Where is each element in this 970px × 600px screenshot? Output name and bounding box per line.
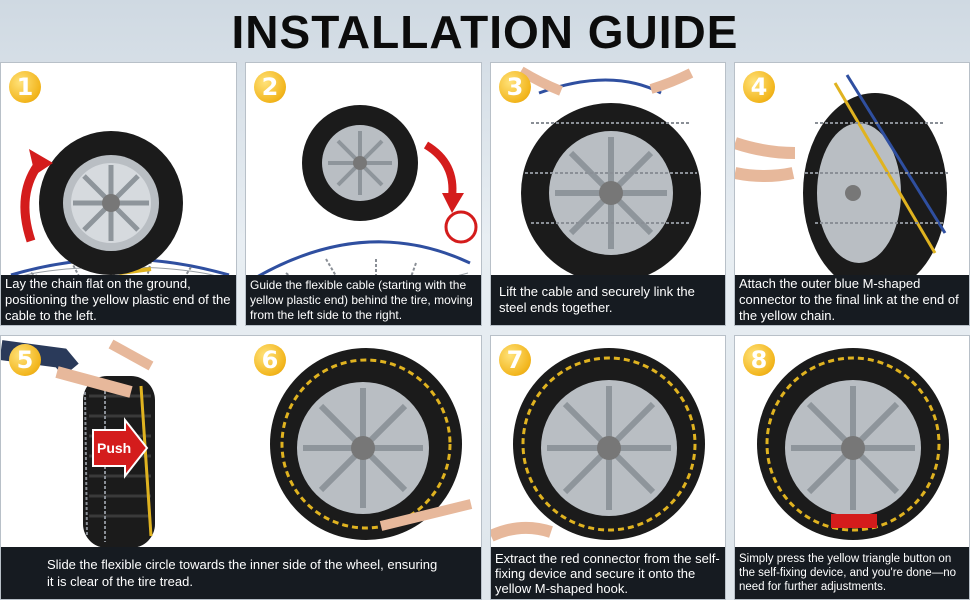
page-title: INSTALLATION GUIDE <box>231 6 739 58</box>
step-text-4: Attach the outer blue M-shaped connector… <box>739 276 959 323</box>
step-caption-8: Simply press the yellow triangle button … <box>735 547 969 599</box>
step-caption-5: Slide the flexible circle towards the in… <box>1 547 481 599</box>
step-number-badge-3: 3 <box>499 71 531 103</box>
step-panel-5: Push 5 6 Slide the flexible circle towar… <box>0 335 482 600</box>
wheel-chain-fitted-illustration-6 <box>270 348 473 540</box>
cable-behind-tire-illustration <box>257 105 478 275</box>
step-number-badge-1: 1 <box>9 71 41 103</box>
slide-chain-illustration <box>1 339 155 548</box>
step-caption-3: Lift the cable and securely link the ste… <box>491 275 725 325</box>
step-caption-7: Extract the red connector from the self-… <box>491 547 725 599</box>
step-caption-2: Guide the flexible cable (starting with … <box>246 275 481 325</box>
step-caption-4: Attach the outer blue M-shaped connector… <box>735 275 969 325</box>
step-number-badge-7: 7 <box>499 344 531 376</box>
step-number-badge-2: 2 <box>254 71 286 103</box>
step-number-badge-6: 6 <box>254 344 286 376</box>
step-number-badge-8: 8 <box>743 344 775 376</box>
tire-chain-flat-illustration <box>10 131 230 275</box>
step-panel-2: 2 Guide the flexible cable (starting wit… <box>245 62 482 326</box>
step-panel-4: 4 Attach the outer blue M-shaped connect… <box>734 62 970 326</box>
step-panel-3: 3 Lift the cable and securely link the s… <box>490 62 726 326</box>
step-text-2: Guide the flexible cable (starting with … <box>250 277 473 322</box>
step-panel-1: 1 Lay the chain flat on the ground, posi… <box>0 62 237 326</box>
step-panel-7: 7 Extract the red connector from the sel… <box>490 335 726 600</box>
step-text-7: Extract the red connector from the self-… <box>495 550 720 596</box>
step-caption-1: Lay the chain flat on the ground, positi… <box>1 275 236 325</box>
step-number-badge-5: 5 <box>9 344 41 376</box>
red-connector-illustration <box>491 348 705 542</box>
push-arrow-label: Push <box>97 440 132 456</box>
step-number-badge-4: 4 <box>743 71 775 103</box>
lift-cable-illustration <box>518 66 701 275</box>
step-text-8: Simply press the yellow triangle button … <box>739 553 956 593</box>
press-button-illustration <box>757 348 949 540</box>
step-panel-8: 8 Simply press the yellow triangle butto… <box>734 335 970 600</box>
step-text-5: Slide the flexible circle towards the in… <box>47 557 438 589</box>
step-text-1: Lay the chain flat on the ground, positi… <box>5 276 231 323</box>
step-text-3: Lift the cable and securely link the ste… <box>499 284 695 315</box>
attach-connector-illustration <box>735 74 950 275</box>
